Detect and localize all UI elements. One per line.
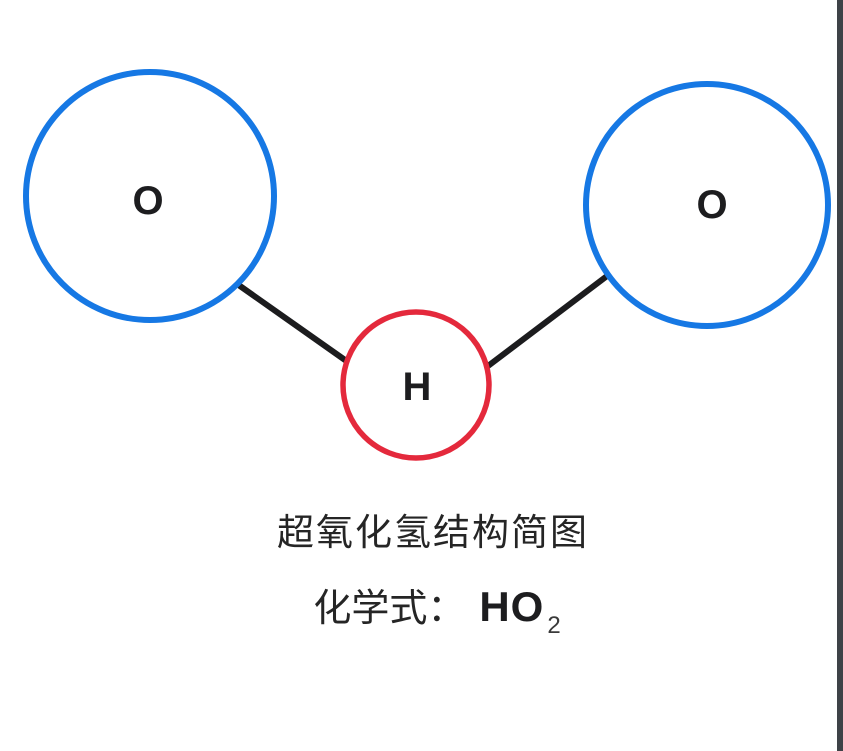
oxygen-right-circle	[583, 81, 831, 329]
diagram-title: 超氧化氢结构简图	[277, 512, 589, 553]
bond-hydrogen-oxygen-right	[485, 273, 610, 369]
formula-label: 化学式：	[313, 588, 466, 630]
bond-oxygen-left-hydrogen	[237, 283, 348, 363]
formula-main: HO	[479, 583, 545, 630]
hydrogen-label: H	[403, 365, 432, 409]
oxygen-left-label: O	[132, 179, 163, 223]
window-edge-strip	[837, 0, 843, 751]
oxygen-left-circle	[23, 69, 277, 323]
oxygen-right-label: O	[696, 183, 727, 227]
hydrogen-circle	[340, 309, 492, 461]
formula-subscript: 2	[547, 612, 561, 639]
